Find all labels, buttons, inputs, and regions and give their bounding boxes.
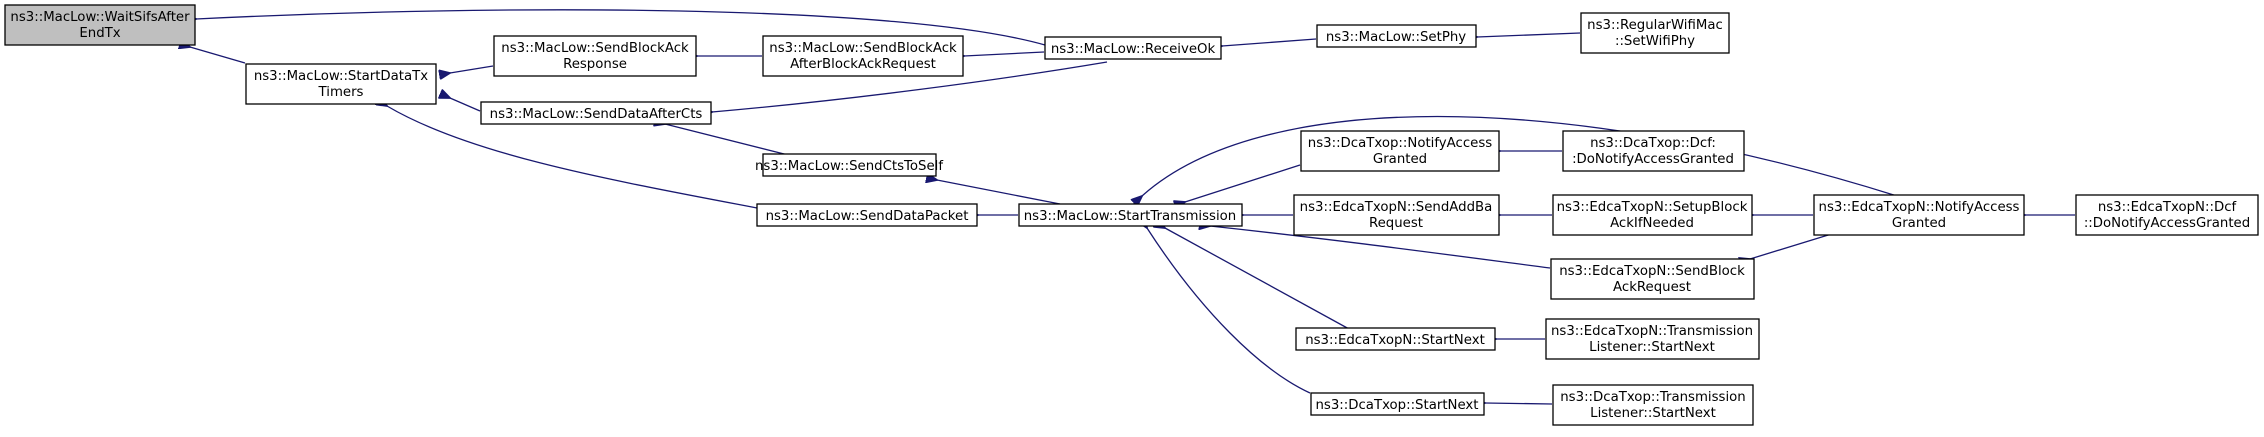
node-label: EndTx — [79, 26, 120, 41]
node-label: Listener::StartNext — [1589, 340, 1715, 355]
node-label: ns3::EdcaTxopN::Transmission — [1551, 324, 1753, 339]
node-dca-start-next[interactable]: ns3::DcaTxop::StartNext — [1310, 392, 1485, 416]
node-send-data-packet[interactable]: ns3::MacLow::SendDataPacket — [756, 203, 978, 227]
node-edca-transmission-listener-start-next[interactable]: ns3::EdcaTxopN::Transmission Listener::S… — [1545, 318, 1760, 360]
node-label: :DoNotifyAccessGranted — [1572, 152, 1734, 167]
node-label: ns3::EdcaTxopN::Dcf — [2098, 200, 2237, 215]
node-regular-wifi-mac-set-wifi-phy[interactable]: ns3::RegularWifiMac ::SetWifiPhy — [1580, 12, 1730, 54]
node-send-block-ack-response[interactable]: ns3::MacLow::SendBlockAck Response — [493, 35, 697, 77]
edge-startdatatx-to-waitsifs — [190, 47, 246, 64]
node-label: ns3::MacLow::StartTransmission — [1024, 209, 1237, 224]
node-set-phy[interactable]: ns3::MacLow::SetPhy — [1316, 24, 1477, 48]
node-edca-setup-block-ack-if-needed[interactable]: ns3::EdcaTxopN::SetupBlock AckIfNeeded — [1552, 194, 1753, 236]
edge-senddataaftercts-to-startdatatx — [450, 98, 481, 112]
node-send-data-after-cts[interactable]: ns3::MacLow::SendDataAfterCts — [480, 101, 712, 125]
node-wait-sifs-after-end-tx[interactable]: ns3::MacLow::WaitSifsAfter EndTx — [4, 4, 196, 46]
node-label: ns3::MacLow::SendCtsToSelf — [755, 159, 943, 174]
node-label: ns3::RegularWifiMac — [1587, 18, 1723, 33]
node-label: AfterBlockAckRequest — [790, 57, 936, 72]
node-label: Granted — [1892, 216, 1946, 231]
edge-sendblockackreq-to-starttransmission — [1210, 226, 1551, 269]
edge-sendblockackresp-to-startdatatx — [450, 65, 494, 73]
node-edca-send-add-ba-request[interactable]: ns3::EdcaTxopN::SendAddBa Request — [1293, 194, 1500, 236]
node-label: ns3::MacLow::SendBlockAck — [769, 41, 957, 56]
node-dca-transmission-listener-start-next[interactable]: ns3::DcaTxop::Transmission Listener::Sta… — [1552, 384, 1754, 426]
node-edca-start-next[interactable]: ns3::EdcaTxopN::StartNext — [1295, 327, 1496, 351]
node-label: ns3::MacLow::SendDataAfterCts — [490, 107, 703, 122]
node-label: ns3::EdcaTxopN::NotifyAccess — [1819, 200, 2020, 215]
edge-receiveok-to-afterbar — [964, 52, 1045, 56]
node-label: ::SetWifiPhy — [1615, 34, 1695, 49]
edges — [190, 9, 2075, 404]
edge-dcastartnext-to-starttransmission — [1147, 228, 1311, 394]
edge-edcanotify-to-starttransmission — [1142, 115, 1898, 197]
edge-dcanotify-to-starttransmission — [1185, 164, 1301, 202]
node-dca-txop-dcf-do-notify-access-granted[interactable]: ns3::DcaTxop::Dcf: :DoNotifyAccessGrante… — [1562, 130, 1745, 172]
node-label: Response — [563, 57, 627, 72]
node-edca-notify-access-granted[interactable]: ns3::EdcaTxopN::NotifyAccess Granted — [1813, 194, 2025, 236]
node-label: AckIfNeeded — [1610, 216, 1694, 231]
edge-receiveok-to-waitsifs — [196, 9, 1046, 46]
node-label: ns3::MacLow::SendBlockAck — [501, 41, 689, 56]
node-label: ns3::DcaTxop::Dcf: — [1590, 136, 1716, 151]
node-label: ns3::DcaTxop::NotifyAccess — [1308, 136, 1492, 151]
edge-edcanotify-to-sendblockackreq — [1750, 231, 1839, 259]
nodes: ns3::MacLow::WaitSifsAfter EndTx ns3::Ma… — [4, 4, 2259, 426]
node-dca-txop-notify-access-granted[interactable]: ns3::DcaTxop::NotifyAccess Granted — [1300, 130, 1500, 172]
edge-edcastartnext-to-starttransmission — [1165, 228, 1361, 336]
edge-receiveok-to-senddataaftercts — [712, 61, 1108, 112]
node-label: AckRequest — [1613, 280, 1691, 295]
node-label: ns3::DcaTxop::Transmission — [1560, 390, 1746, 405]
node-send-cts-to-self[interactable]: ns3::MacLow::SendCtsToSelf — [755, 153, 943, 177]
node-label: ns3::MacLow::WaitSifsAfter — [10, 10, 190, 25]
node-send-block-ack-after-bar[interactable]: ns3::MacLow::SendBlockAck AfterBlockAckR… — [762, 35, 964, 77]
node-label: Listener::StartNext — [1590, 406, 1716, 421]
node-label: ns3::DcaTxop::StartNext — [1315, 398, 1478, 413]
node-label: ns3::MacLow::SendDataPacket — [766, 209, 969, 224]
edge-setphy-to-receiveok — [1222, 38, 1317, 46]
node-edca-dcf-do-notify-access-granted[interactable]: ns3::EdcaTxopN::Dcf ::DoNotifyAccessGran… — [2075, 194, 2259, 236]
edge-dcalistener-to-dcastartnext — [1485, 403, 1553, 404]
node-label: ns3::EdcaTxopN::SetupBlock — [1557, 200, 1748, 215]
node-receive-ok[interactable]: ns3::MacLow::ReceiveOk — [1044, 36, 1222, 60]
node-label: Granted — [1373, 152, 1427, 167]
node-start-data-tx-timers[interactable]: ns3::MacLow::StartDataTx Timers — [245, 63, 437, 105]
edge-starttransmission-to-sendctstoself — [937, 180, 1061, 205]
edge-setwifiphy-to-setphy — [1477, 33, 1581, 37]
node-label: ns3::EdcaTxopN::StartNext — [1305, 333, 1485, 348]
node-label: ns3::MacLow::ReceiveOk — [1051, 42, 1216, 57]
node-label: ns3::EdcaTxopN::SendAddBa — [1300, 200, 1493, 215]
node-label: Request — [1369, 216, 1423, 231]
node-label: ns3::EdcaTxopN::SendBlock — [1559, 264, 1745, 279]
node-start-transmission[interactable]: ns3::MacLow::StartTransmission — [1018, 203, 1243, 227]
node-edca-send-block-ack-request[interactable]: ns3::EdcaTxopN::SendBlock AckRequest — [1550, 258, 1755, 300]
node-label: ns3::MacLow::SetPhy — [1326, 30, 1466, 45]
edge-senddatapacket-to-startdatatx — [387, 106, 758, 209]
node-label: ::DoNotifyAccessGranted — [2084, 216, 2250, 231]
node-label: ns3::MacLow::StartDataTx — [254, 69, 428, 84]
edge-sendctstoself-to-senddataaftercts — [665, 124, 801, 159]
node-label: Timers — [318, 85, 364, 100]
